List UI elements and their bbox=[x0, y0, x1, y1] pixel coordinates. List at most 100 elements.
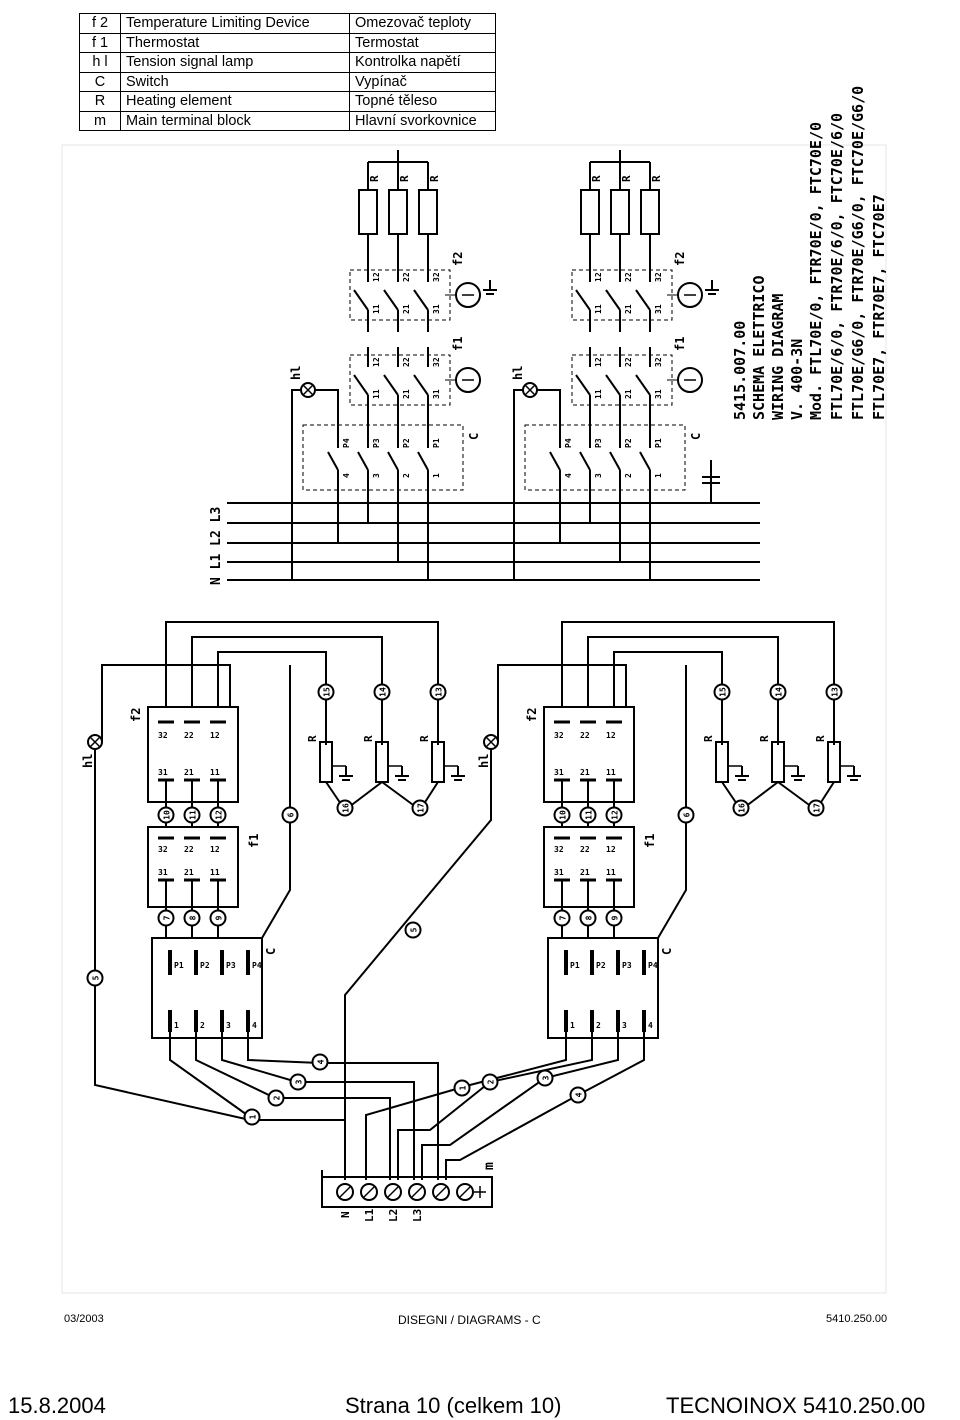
unit-1-switch-pole-label: P3 bbox=[372, 438, 381, 448]
wiring-unit-2-wire-num bbox=[553, 806, 571, 824]
wiring-unit-2-switch-top-label: P3 bbox=[622, 961, 632, 970]
unit-2-f1-contact-bottom-label: 31 bbox=[654, 389, 663, 399]
wiring-unit-1-wire-num-label: 11 bbox=[189, 810, 198, 820]
unit-2-f1-contact bbox=[635, 374, 651, 396]
wiring-unit-1-wire-num-label: 15 bbox=[323, 687, 332, 697]
wiring-unit-1-r-label: R bbox=[362, 735, 375, 742]
unit-1-f2-contact bbox=[353, 289, 369, 311]
terminal-screw bbox=[408, 1183, 426, 1201]
wiring-unit-1-f2-bottom-label: 11 bbox=[210, 768, 220, 777]
switch-out-r4 bbox=[445, 1032, 645, 1180]
wiring-unit-1-f2-bottom-label: 21 bbox=[184, 768, 194, 777]
unit-1-f1-contact-top-label: 32 bbox=[432, 357, 441, 367]
unit-1-f1-contact-top-label: 22 bbox=[402, 357, 411, 367]
wire-num bbox=[453, 1079, 471, 1097]
wiring-unit-1-wire-num-label: 8 bbox=[189, 915, 198, 920]
terminal-screw bbox=[360, 1183, 378, 1201]
wiring-unit-2-f2-top-label: 12 bbox=[606, 731, 616, 740]
terminal-label-n: N bbox=[339, 1211, 352, 1218]
wiring-unit-2-wire-num-label: 17 bbox=[813, 803, 822, 813]
wire-5-right bbox=[344, 749, 492, 1180]
wiring-unit-1-wire-num bbox=[317, 683, 335, 701]
drawing-title-en: WIRING DIAGRAM bbox=[769, 294, 787, 420]
wiring-unit-1-wire-num-label: 9 bbox=[215, 915, 224, 920]
models-line-3: FTL70E/G6/0, FTR70E/G6/0, FTC70E/G6/0 bbox=[849, 86, 867, 420]
wiring-unit-2-heating-element-1 bbox=[715, 741, 729, 783]
unit-1-signal-lamp-cross bbox=[302, 384, 314, 396]
wire-num bbox=[481, 1073, 499, 1091]
unit-1-switch-contact bbox=[417, 451, 429, 471]
unit-2-signal-lamp-cross bbox=[524, 384, 536, 396]
unit-1-r-label: R bbox=[428, 175, 441, 182]
unit-2-f1-contact-bottom-label: 11 bbox=[594, 389, 603, 399]
terminal-screw-slot bbox=[363, 1186, 375, 1198]
wire-num bbox=[536, 1069, 554, 1087]
wiring-unit-1-bridge-17 bbox=[381, 781, 439, 812]
wire-num-label: 5 bbox=[92, 975, 101, 980]
unit-2-f2-contact-bottom-label: 21 bbox=[624, 304, 633, 314]
wiring-unit-1-wire-num bbox=[373, 683, 391, 701]
wire-num-label: 3 bbox=[542, 1075, 551, 1080]
unit-1-f2-contact-bottom-label: 11 bbox=[372, 304, 381, 314]
wiring-unit-1-heating-element-2 bbox=[375, 741, 389, 783]
unit-2-f1-contact-top-label: 22 bbox=[624, 357, 633, 367]
terminal-screw-slot bbox=[459, 1186, 471, 1198]
unit-1-switch-label: C bbox=[467, 433, 481, 440]
unit-1-r-label: R bbox=[398, 175, 411, 182]
wiring-unit-2-wire-num-label: 16 bbox=[738, 803, 747, 813]
unit-2-switch-contact bbox=[609, 451, 621, 471]
unit-1-f2-box bbox=[349, 269, 451, 321]
wiring-unit-2-wire-num bbox=[605, 909, 623, 927]
wiring-unit-1-f1-bottom-label: 21 bbox=[184, 868, 194, 877]
wire-num bbox=[569, 1086, 587, 1104]
unit-2-switch-pole-label: P4 bbox=[564, 438, 573, 448]
unit-1-f1-contact bbox=[353, 374, 369, 396]
wiring-unit-1-switch-top-label: P2 bbox=[200, 961, 210, 970]
unit-1-f2-sensor bbox=[455, 282, 481, 308]
unit-1-switch-box bbox=[302, 424, 464, 491]
wire-num-label: 5 bbox=[410, 927, 419, 932]
unit-2-f2-contact-top-label: 22 bbox=[624, 272, 633, 282]
wiring-unit-2-f1-bottom-label: 31 bbox=[554, 868, 564, 877]
wiring-unit-2-wire-num-label: 14 bbox=[775, 687, 784, 697]
wiring-unit-1-f1-top-label: 32 bbox=[158, 845, 168, 854]
wiring-unit-2-f1-top-label: 32 bbox=[554, 845, 564, 854]
unit-1-lamp-feed bbox=[315, 389, 339, 410]
unit-2-switch-pole-label: P1 bbox=[654, 438, 663, 448]
sheet-date: 03/2003 bbox=[64, 1313, 104, 1325]
terminal-label-l1: L1 bbox=[363, 1208, 376, 1222]
unit-2-f2-label: f2 bbox=[673, 252, 687, 266]
unit-1-f2-contact-top-label: 12 bbox=[372, 272, 381, 282]
wiring-unit-2-wire-num-label: 9 bbox=[611, 915, 620, 920]
wiring-unit-2-switch-bottom-label: 2 bbox=[596, 1021, 601, 1030]
unit-1-f1-contact-bottom-label: 21 bbox=[402, 389, 411, 399]
wiring-unit-1-wire-num bbox=[209, 909, 227, 927]
wiring-unit-1-switch-bottom-label: 2 bbox=[200, 1021, 205, 1030]
unit-1-f2-contact bbox=[383, 289, 399, 311]
wiring-unit-1-f2-top-label: 32 bbox=[158, 731, 168, 740]
unit-2-f2-contact-top-label: 12 bbox=[594, 272, 603, 282]
wiring-unit-1-f1-top-label: 22 bbox=[184, 845, 194, 854]
wiring-unit-1-wire-num bbox=[183, 806, 201, 824]
unit-2-f2-box bbox=[571, 269, 673, 321]
unit-2-heating-element-1 bbox=[580, 189, 600, 235]
wiring-unit-1-lamp-label: hl bbox=[81, 754, 95, 768]
models-line-4: FTL70E7, FTR70E7, FTC70E7 bbox=[870, 194, 888, 420]
unit-2-switch-num-label: 4 bbox=[564, 473, 573, 478]
wiring-unit-2-wire-num bbox=[732, 799, 750, 817]
wiring-unit-1-wire-num bbox=[157, 909, 175, 927]
unit-1-switch-pole-label: P4 bbox=[342, 438, 351, 448]
unit-2-f1-contact bbox=[575, 374, 591, 396]
supply-lines-label: N L1 L2 L3 bbox=[209, 507, 224, 585]
wire-num bbox=[267, 1089, 285, 1107]
wiring-unit-2-bridge-16 bbox=[721, 781, 779, 812]
wire-num bbox=[404, 921, 422, 939]
wiring-unit-1-feed-15 bbox=[217, 651, 327, 745]
wiring-unit-2-f2-bottom-label: 31 bbox=[554, 768, 564, 777]
footer-date: 15.8.2004 bbox=[8, 1393, 106, 1418]
wiring-unit-1-wire-num bbox=[411, 799, 429, 817]
unit-1-f1-box bbox=[349, 354, 451, 406]
unit-2-f2-contact bbox=[635, 289, 651, 311]
